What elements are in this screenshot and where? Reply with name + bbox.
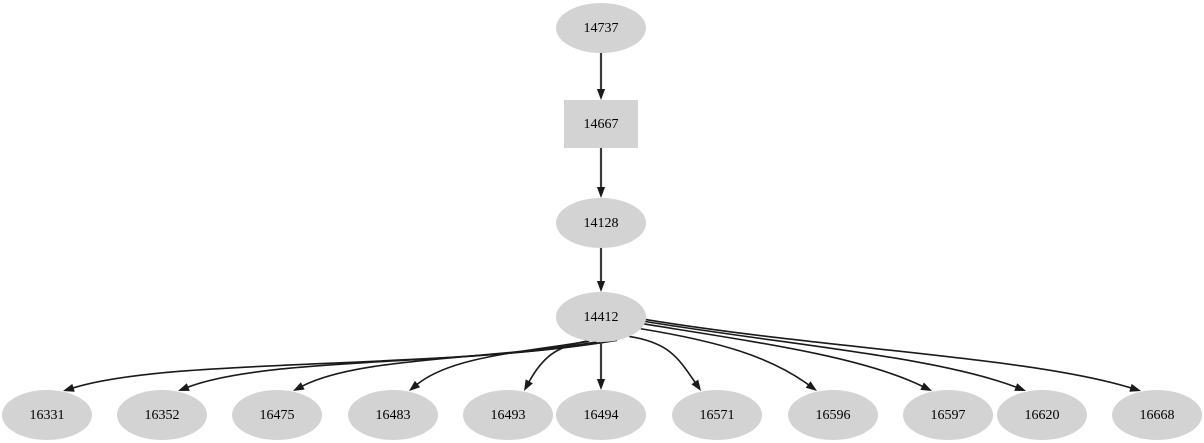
- node-16571[interactable]: 16571: [672, 390, 762, 440]
- edge-arrowhead: [1129, 383, 1141, 392]
- edge-arrowhead: [409, 380, 421, 391]
- edge-14667-to-14128: [596, 148, 606, 198]
- edge-14412-to-16668: [645, 318, 1141, 392]
- node-14737[interactable]: 14737: [556, 3, 646, 53]
- edge-arrowhead: [596, 281, 606, 292]
- edge-arrowhead: [1014, 383, 1026, 391]
- node-ellipse-shape[interactable]: [232, 390, 322, 440]
- node-ellipse-shape[interactable]: [117, 390, 207, 440]
- node-14412[interactable]: 14412: [556, 292, 646, 342]
- edge-line: [645, 318, 1132, 389]
- node-ellipse-shape[interactable]: [788, 390, 878, 440]
- edge-arrowhead: [63, 383, 75, 392]
- edge-arrowhead: [596, 187, 606, 198]
- node-ellipse-shape[interactable]: [556, 198, 646, 248]
- edge-line: [629, 335, 697, 384]
- node-ellipse-shape[interactable]: [1112, 390, 1202, 440]
- edge-arrowhead: [178, 383, 190, 391]
- node-14128[interactable]: 14128: [556, 198, 646, 248]
- node-ellipse-shape[interactable]: [556, 3, 646, 53]
- node-16493[interactable]: 16493: [463, 390, 553, 440]
- node-16596[interactable]: 16596: [788, 390, 878, 440]
- node-16352[interactable]: 16352: [117, 390, 207, 440]
- node-16483[interactable]: 16483: [348, 390, 438, 440]
- edge-arrowhead: [293, 382, 305, 391]
- edge-14412-to-16494: [596, 342, 606, 390]
- edge-14412-to-16352: [178, 341, 607, 391]
- edge-arrowhead: [805, 381, 817, 391]
- node-ellipse-shape[interactable]: [348, 390, 438, 440]
- edge-arrowhead: [596, 379, 606, 390]
- edge-arrowhead: [596, 89, 606, 100]
- node-ellipse-shape[interactable]: [2, 390, 92, 440]
- node-ellipse-shape[interactable]: [997, 390, 1087, 440]
- node-16475[interactable]: 16475: [232, 390, 322, 440]
- node-ellipse-shape[interactable]: [672, 390, 762, 440]
- node-14667[interactable]: 14667: [564, 100, 638, 148]
- node-ellipse-shape[interactable]: [903, 390, 993, 440]
- node-ellipse-shape[interactable]: [463, 390, 553, 440]
- node-ellipse-shape[interactable]: [556, 390, 646, 440]
- edge-14412-to-16597: [644, 323, 932, 391]
- node-ellipse-shape[interactable]: [556, 292, 646, 342]
- edge-arrowhead: [691, 379, 701, 391]
- node-16331[interactable]: 16331: [2, 390, 92, 440]
- edge-14412-to-16596: [640, 327, 817, 391]
- edge-14412-to-16483: [409, 340, 590, 391]
- node-16494[interactable]: 16494: [556, 390, 646, 440]
- edge-line: [644, 323, 924, 388]
- edge-line: [301, 341, 598, 388]
- node-rect-shape[interactable]: [564, 100, 638, 148]
- edge-14412-to-16493: [524, 340, 589, 391]
- edge-arrowhead: [920, 382, 932, 391]
- edge-line: [528, 340, 589, 383]
- edge-line: [645, 320, 1017, 389]
- edge-14412-to-16571: [629, 335, 701, 391]
- node-16620[interactable]: 16620: [997, 390, 1087, 440]
- node-16668[interactable]: 16668: [1112, 390, 1202, 440]
- edge-14128-to-14412: [596, 248, 606, 292]
- edges-layer: [63, 53, 1141, 392]
- edge-line: [187, 341, 607, 389]
- edge-14412-to-16331: [63, 339, 618, 392]
- edge-arrowhead: [524, 379, 533, 391]
- edge-line: [640, 327, 810, 386]
- edge-14737-to-14667: [596, 53, 606, 100]
- edge-14412-to-16620: [645, 320, 1026, 391]
- edge-line: [416, 340, 590, 386]
- node-16597[interactable]: 16597: [903, 390, 993, 440]
- edge-14412-to-16475: [293, 341, 598, 391]
